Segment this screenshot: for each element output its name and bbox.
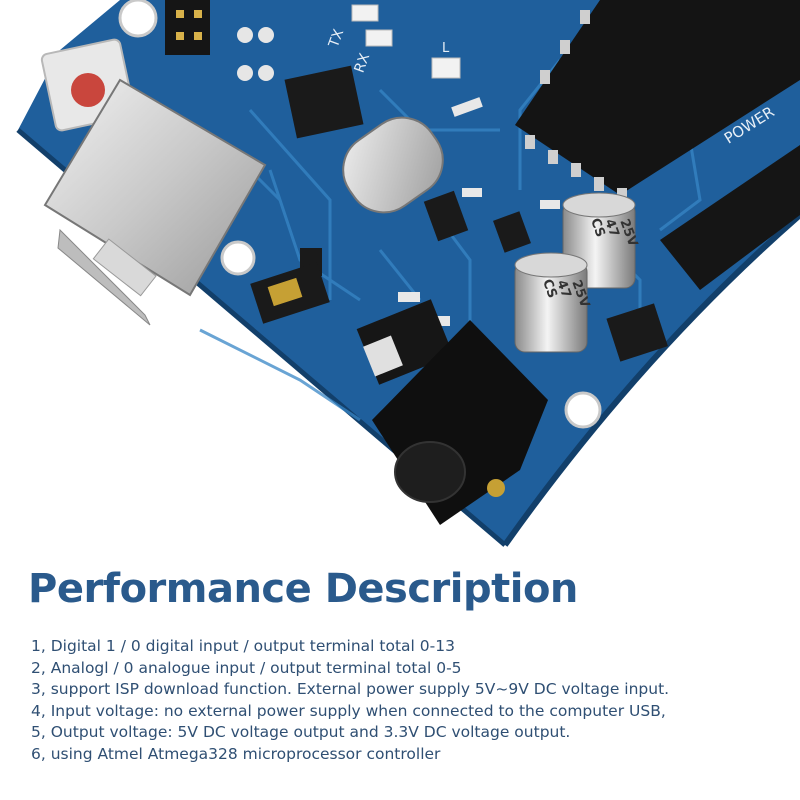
capacitor-marking: CS: [587, 216, 608, 239]
feature-item: 5, Output voltage: 5V DC voltage output …: [31, 723, 571, 742]
l-led: [431, 57, 461, 79]
feature-list: 1, Digital 1 / 0 digital input / output …: [31, 636, 669, 766]
tx-led: [351, 4, 379, 22]
reset-button: [71, 73, 105, 107]
electrolytic-capacitor: CS 47 25V: [514, 252, 592, 353]
mounting-hole: [118, 0, 602, 429]
atmega328-chip: [515, 0, 800, 195]
usb-controller-chip: [284, 65, 364, 139]
tx-label: TX: [326, 27, 348, 51]
crystal-oscillator: [342, 116, 444, 214]
pcb-board-edge: [502, 212, 800, 547]
feature-item: 1, Digital 1 / 0 digital input / output …: [31, 637, 455, 655]
feature-item: 6, using Atmel Atmega328 microprocessor …: [31, 744, 441, 763]
power-header: [660, 145, 800, 290]
feature-item: 4, Input voltage: no external power supp…: [31, 701, 666, 720]
l-label: L: [442, 41, 450, 56]
capacitor-marking: 47: [553, 278, 573, 300]
icsp-pads: [237, 27, 274, 81]
feature-item: 2, Analogl / 0 analogue input / output t…: [31, 658, 462, 677]
arduino-board-photo: TX RX L POWER CS: [16, 0, 800, 547]
capacitor-marking: 47: [601, 217, 621, 239]
chip-pin: [525, 10, 627, 202]
feature-item: 3, support ISP download function. Extern…: [31, 680, 670, 699]
electrolytic-capacitor: CS 47 25V: [562, 192, 640, 289]
pin-header: [165, 0, 210, 55]
rx-led: [365, 29, 393, 47]
header-pin: [176, 10, 202, 40]
performance-heading: Performance Description: [28, 566, 578, 612]
rx-label: RX: [352, 51, 374, 75]
smd-components: [300, 190, 668, 362]
capacitor-marking: CS: [539, 277, 560, 300]
